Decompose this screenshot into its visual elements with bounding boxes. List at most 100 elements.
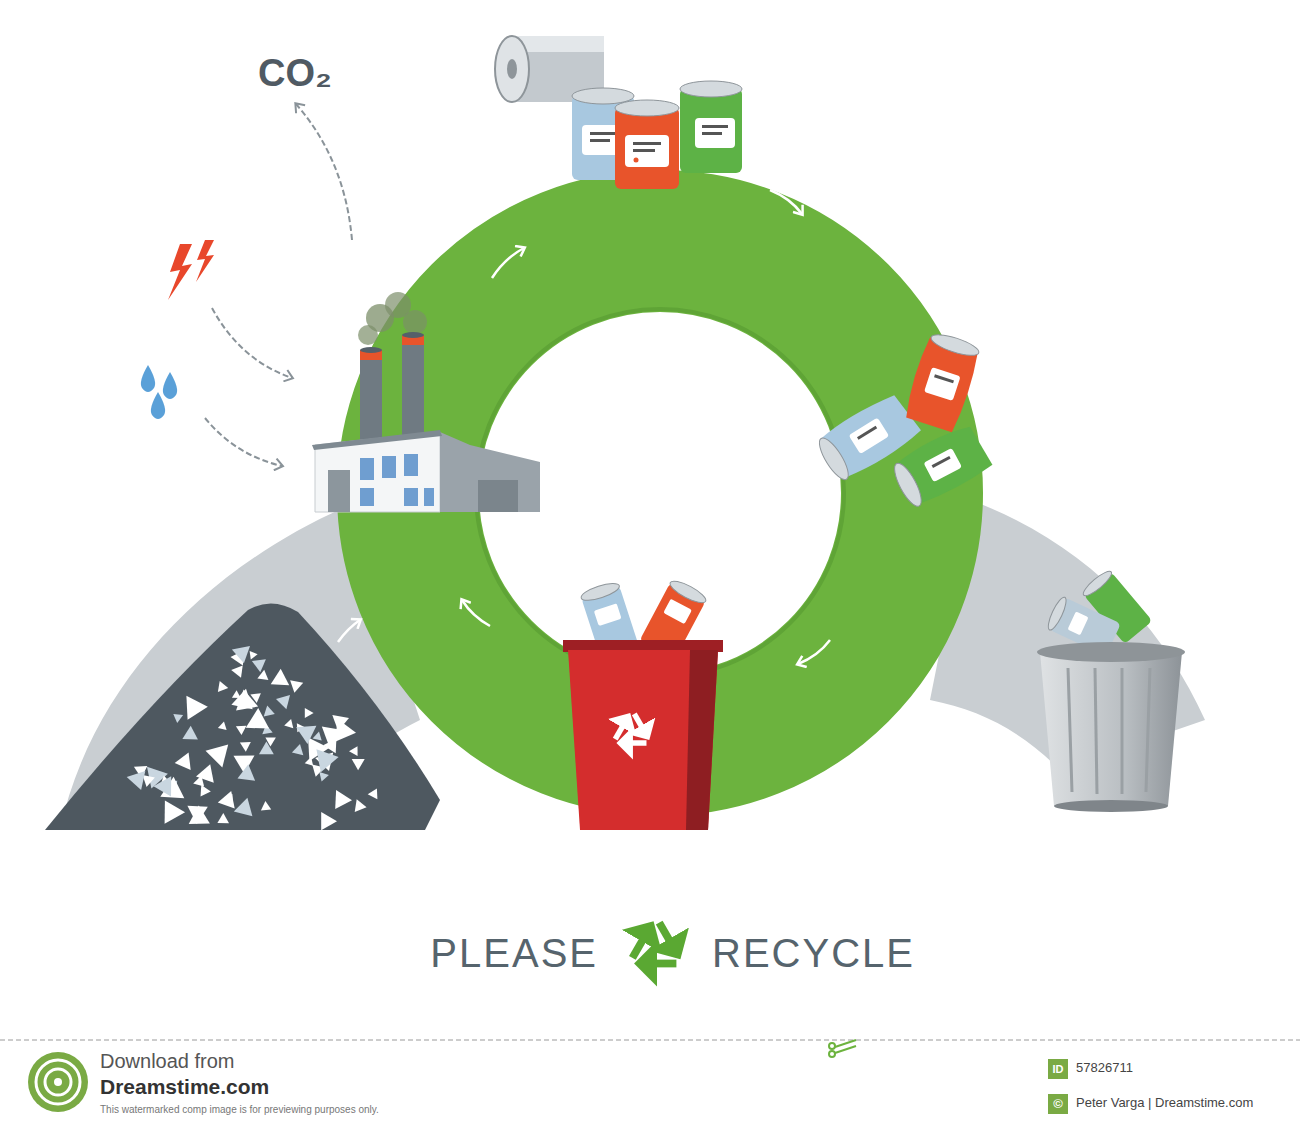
ore-fragment [265, 737, 276, 746]
scissors-icon-part [835, 1040, 856, 1047]
water-icon-part [163, 372, 177, 399]
input-arrows-part [296, 104, 352, 240]
factory-part [360, 347, 382, 353]
used-cans-part-part [814, 434, 853, 483]
new-cans-part-part [572, 88, 634, 104]
input-arrows [205, 104, 352, 466]
scissors-icon-part [829, 1051, 835, 1057]
ore-fragment [321, 812, 337, 830]
new-cans-part-part [702, 125, 728, 128]
ore-fragment [323, 739, 336, 754]
recycle-arrow [659, 923, 672, 946]
new-cans-part-part [633, 142, 661, 145]
new-cans-part-part [590, 132, 616, 135]
factory-part [440, 432, 540, 512]
ore-fragment [182, 726, 198, 740]
ore-fragment [217, 813, 229, 823]
emission-label: CO₂ [258, 52, 332, 96]
ore-fragment [127, 771, 146, 790]
ore-fragment [290, 680, 303, 693]
author-credit: Peter Varga | Dreamstime.com [1076, 1096, 1253, 1111]
ore-fragment [271, 669, 290, 686]
trash-can-part [1037, 642, 1185, 662]
new-cans-part-part [702, 132, 722, 135]
watermark-text: Dreamstime.com [100, 1075, 269, 1099]
trash-can-part-part [1067, 611, 1088, 635]
ore-fragment [305, 708, 314, 718]
dreamstime-logo-part [36, 1060, 80, 1104]
ore-fragment [218, 791, 235, 809]
factory-part [360, 488, 374, 506]
copyright-badge [1048, 1094, 1068, 1114]
used-cans-part-part [929, 331, 981, 360]
factory-part [382, 456, 396, 478]
new-cans [495, 36, 742, 189]
ore-fragment [154, 776, 172, 796]
trash-can-part-part [1095, 668, 1097, 794]
ore-fragment [252, 659, 266, 672]
water-icon-part [141, 365, 155, 392]
new-cans-part-part [680, 81, 742, 97]
trash-can-part-part [1080, 568, 1114, 599]
scissors-icon-part [835, 1046, 856, 1053]
factory-part [328, 470, 350, 512]
ore-fragment [276, 695, 290, 709]
used-cans-part-part [934, 374, 954, 383]
ore-fragment [234, 798, 253, 817]
trash-can-part-part [1045, 595, 1069, 632]
trash-can-part-part [1146, 668, 1150, 792]
new-cans-part-part [634, 158, 639, 163]
used-cans-part-part [923, 448, 962, 482]
new-cans-part-part [625, 135, 669, 167]
ore-fragment [193, 776, 204, 787]
energy-icon-part [168, 244, 192, 300]
ring-arrows-part [770, 190, 802, 214]
ore-fragment [292, 744, 303, 755]
water-icon [141, 365, 177, 419]
recycling-bin-part [686, 650, 718, 830]
recycling-bin-part-part [594, 603, 622, 626]
ore-fragment [316, 749, 338, 772]
dreamstime-logo [28, 1052, 88, 1112]
factory-part [403, 310, 427, 334]
factory-part [402, 332, 424, 338]
id-label: ID [1053, 1063, 1064, 1076]
recycle-arrow [627, 740, 646, 746]
used-cans [813, 330, 994, 511]
new-cans-part-part [680, 88, 742, 173]
ore-fragment [238, 764, 256, 780]
factory-part [424, 488, 434, 506]
factory-part [404, 454, 418, 476]
id-badge [1048, 1059, 1068, 1079]
ore-fragment [250, 651, 258, 660]
used-cans-part-part [932, 456, 951, 468]
ring-arrows-part [960, 762, 990, 776]
ore-fragment [257, 670, 268, 680]
ore-fragment [246, 708, 269, 729]
ore-fragment [240, 742, 251, 752]
ore-fragment [231, 665, 243, 677]
dreamstime-logo-part [54, 1078, 62, 1086]
recycle-arrow [634, 714, 644, 731]
ring-arrows-part [338, 620, 360, 642]
recycling-bin-part-part [579, 580, 621, 604]
scissors-icon-part [829, 1043, 835, 1049]
energy-icon [168, 240, 214, 300]
trash-can-part-part [1121, 668, 1124, 794]
new-cans-part [495, 36, 529, 102]
factory-part [360, 355, 382, 450]
input-arrows-part [212, 308, 292, 378]
input-arrows-part [205, 418, 282, 466]
ore-fragment [232, 690, 241, 698]
ore-fragment [313, 732, 322, 741]
ore-fragment [305, 757, 314, 766]
ore-fragment [352, 759, 365, 770]
ore-fragment [261, 801, 271, 810]
factory-part [404, 488, 418, 506]
recycle-logo [632, 923, 676, 964]
ore-fragment [218, 721, 227, 730]
ore-fragment [236, 689, 258, 710]
ore-fragment [349, 746, 358, 756]
recycle-arrow [615, 723, 625, 740]
